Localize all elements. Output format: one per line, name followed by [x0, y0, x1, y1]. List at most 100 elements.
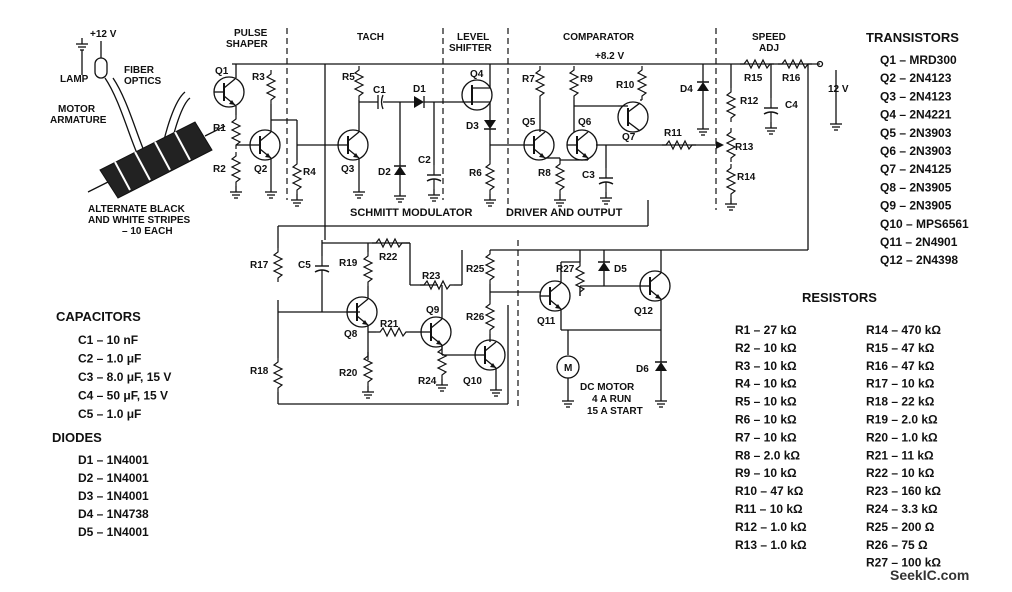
motor-label-3: 15 A START	[587, 406, 643, 417]
resistor-r2	[231, 151, 241, 187]
label-r7: R7	[522, 74, 535, 85]
capacitor-list-item: C1 – 10 nF	[78, 333, 138, 347]
capacitor-c2	[426, 164, 442, 190]
diode-list-item: D4 – 1N4738	[78, 507, 149, 521]
transistor-list-item: Q12 – 2N4398	[880, 253, 958, 267]
diode-list-item: D3 – 1N4001	[78, 489, 149, 503]
resistor-list-item: R6 – 10 kΩ	[735, 413, 797, 427]
heading-comparator: COMPARATOR	[563, 32, 635, 43]
transistor-list-item: Q9 – 2N3905	[880, 199, 952, 213]
resistor-r1	[231, 114, 241, 150]
transistor-q5	[523, 129, 555, 161]
diode-d3	[483, 119, 497, 130]
resistor-list-item: R16 – 47 kΩ	[866, 359, 935, 373]
resistor-list-item: R1 – 27 kΩ	[735, 323, 797, 337]
diode-list-item: D5 – 1N4001	[78, 525, 149, 539]
label-q9: Q9	[426, 305, 440, 316]
label-r4: R4	[303, 167, 316, 178]
stripes-label-2: AND WHITE STRIPES	[88, 215, 191, 226]
resistors-title: RESISTORS	[802, 290, 877, 305]
label-r20: R20	[339, 368, 358, 379]
transistor-list-item: Q10 – MPS6561	[880, 217, 969, 231]
resistor-list-item: R26 – 75 Ω	[866, 538, 928, 552]
transistor-list-item: Q2 – 2N4123	[880, 71, 952, 85]
resistor-r8	[555, 159, 565, 195]
resistor-list-item: R21 – 11 kΩ	[866, 448, 934, 462]
transistor-list-item: Q11 – 2N4901	[880, 235, 958, 249]
label-q1: Q1	[215, 66, 229, 77]
motor-armature-label-1: MOTOR	[58, 104, 96, 115]
transistor-q4	[461, 79, 493, 111]
label-q4: Q4	[470, 69, 484, 80]
transistor-q9	[420, 316, 452, 348]
label-q2: Q2	[254, 164, 268, 175]
resistor-list-item: R7 – 10 kΩ	[735, 430, 797, 444]
lamp-label: LAMP	[60, 74, 89, 85]
transistor-list-item: Q5 – 2N3903	[880, 126, 952, 140]
label-r14: R14	[737, 172, 756, 183]
capacitor-c5	[314, 255, 330, 281]
resistor-r6	[485, 159, 495, 195]
label-r15: R15	[744, 73, 763, 84]
capacitor-list-item: C4 – 50 μF, 15 V	[78, 389, 168, 403]
resistor-list-item: R9 – 10 kΩ	[735, 466, 797, 480]
fiber-label-2: OPTICS	[124, 76, 162, 87]
resistor-r26	[485, 299, 495, 335]
label-d4: D4	[680, 84, 693, 95]
heading-level-2: SHIFTER	[449, 43, 493, 54]
label-r6: R6	[469, 168, 482, 179]
heading-schmitt: SCHMITT MODULATOR	[350, 207, 472, 219]
label-q12: Q12	[634, 306, 653, 317]
stripes-label-3: – 10 EACH	[122, 226, 173, 237]
label-q11: Q11	[537, 316, 556, 327]
label-c4: C4	[785, 100, 798, 111]
heading-level-1: LEVEL	[457, 32, 489, 43]
label-d6: D6	[636, 364, 649, 375]
resistor-list-item: R23 – 160 kΩ	[866, 484, 941, 498]
resistor-list-item: R19 – 2.0 kΩ	[866, 413, 938, 427]
label-r23: R23	[422, 271, 441, 282]
label-r17: R17	[250, 260, 269, 271]
transistor-list-item: Q1 – MRD300	[880, 53, 957, 67]
diode-list-item: D1 – 1N4001	[78, 453, 149, 467]
label-c1: C1	[373, 85, 386, 96]
resistor-r9	[569, 65, 579, 101]
fiber-optic-1	[104, 77, 141, 161]
resistor-list-item: R12 – 1.0 kΩ	[735, 520, 807, 534]
label-r25: R25	[466, 264, 485, 275]
label-r12: R12	[740, 96, 759, 107]
label-q10: Q10	[463, 376, 482, 387]
resistor-r13	[726, 127, 736, 163]
diode-d1	[414, 96, 424, 108]
label-r3: R3	[252, 72, 265, 83]
resistor-r12	[726, 87, 736, 123]
motor-label-1: DC MOTOR	[580, 382, 635, 393]
label-r19: R19	[339, 258, 358, 269]
resistor-r19	[363, 251, 373, 287]
capacitor-list-item: C5 – 1.0 μF	[78, 407, 141, 421]
ground-symbol	[75, 37, 89, 51]
heading-speed-2: ADJ	[759, 43, 779, 54]
diode-d5	[597, 261, 611, 272]
label-r21: R21	[380, 319, 399, 330]
watermark: SeekIC.com	[890, 567, 969, 583]
resistor-list-item: R5 – 10 kΩ	[735, 395, 797, 409]
resistor-list-item: R3 – 10 kΩ	[735, 359, 797, 373]
label-q5: Q5	[522, 117, 536, 128]
resistor-r7	[535, 65, 545, 101]
label-q3: Q3	[341, 164, 355, 175]
label-c3: C3	[582, 170, 595, 181]
label-r5: R5	[342, 72, 355, 83]
capacitors-title: CAPACITORS	[56, 309, 141, 324]
label-r8: R8	[538, 168, 551, 179]
heading-pulse-shaper-2: SHAPER	[226, 39, 268, 50]
label-c5: C5	[298, 260, 311, 271]
transistor-list-item: Q7 – 2N4125	[880, 162, 952, 176]
resistor-r10	[637, 65, 647, 101]
label-r1: R1	[213, 123, 226, 134]
transistor-list-item: Q8 – 2N3905	[880, 180, 952, 194]
diode-d4	[696, 81, 710, 92]
resistor-list-item: R2 – 10 kΩ	[735, 341, 797, 355]
